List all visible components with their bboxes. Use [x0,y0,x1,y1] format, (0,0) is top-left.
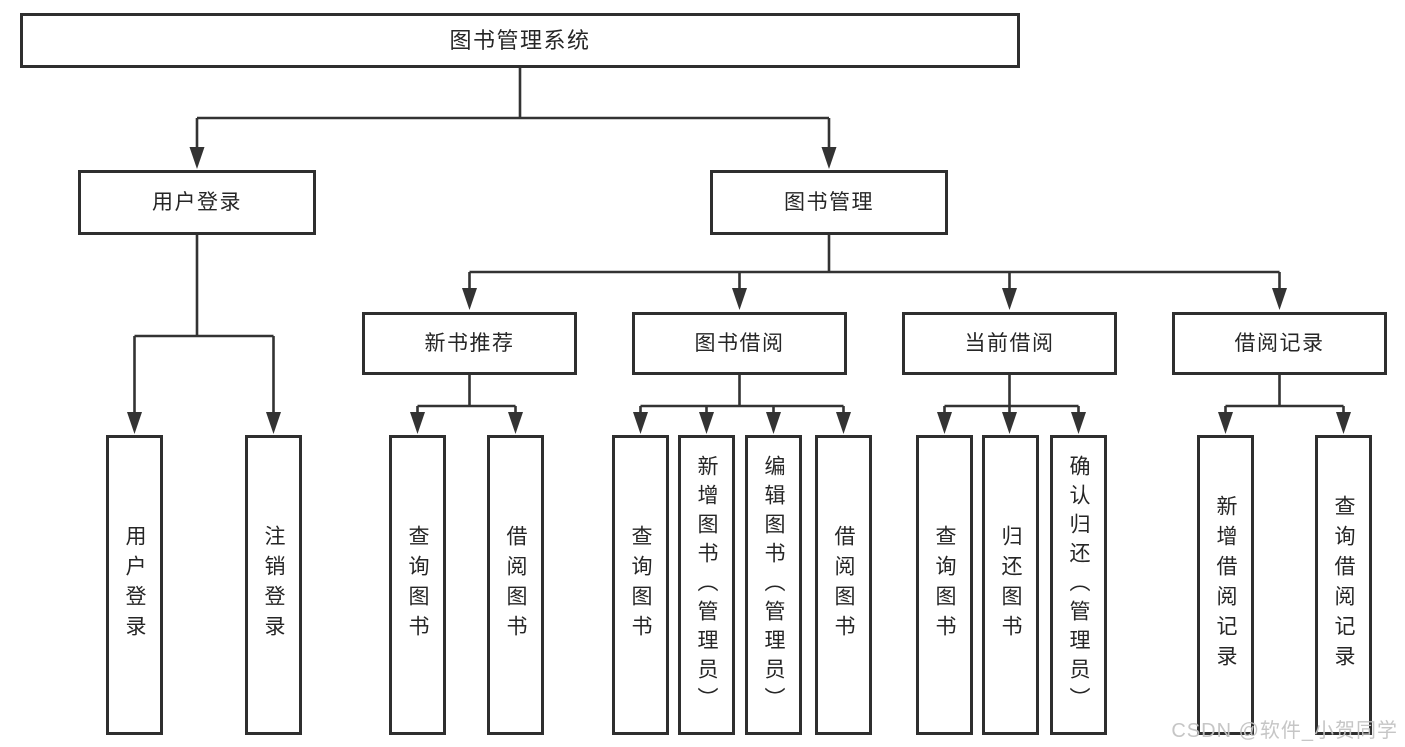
node-leaf-query-books-recommend: 查询图书 [389,435,446,735]
node-leaf-query-books-borrowing: 查询图书 [612,435,669,735]
node-leaf-return-books: 归还图书 [982,435,1039,735]
node-leaf-borrow-books: 借阅图书 [815,435,872,735]
node-leaf-add-books-admin: 新增图书（管理员） [678,435,735,735]
node-new-book-recommend: 新书推荐 [362,312,577,375]
node-current-borrowing: 当前借阅 [902,312,1117,375]
node-leaf-add-borrow-record: 新增借阅记录 [1197,435,1254,735]
node-leaf-edit-books-admin: 编辑图书（管理员） [745,435,802,735]
node-leaf-query-books-current: 查询图书 [916,435,973,735]
node-leaf-logout: 注销登录 [245,435,302,735]
node-user-login-branch: 用户登录 [78,170,316,235]
csdn-watermark: CSDN @软件_小贺同学 [1171,720,1398,742]
node-leaf-user-login: 用户登录 [106,435,163,735]
node-library-management-system: 图书管理系统 [20,13,1020,68]
node-book-management-branch: 图书管理 [710,170,948,235]
node-borrow-records: 借阅记录 [1172,312,1387,375]
node-leaf-borrow-books-recommend: 借阅图书 [487,435,544,735]
node-leaf-query-borrow-record: 查询借阅记录 [1315,435,1372,735]
node-book-borrowing: 图书借阅 [632,312,847,375]
node-leaf-confirm-return-admin: 确认归还（管理员） [1050,435,1107,735]
